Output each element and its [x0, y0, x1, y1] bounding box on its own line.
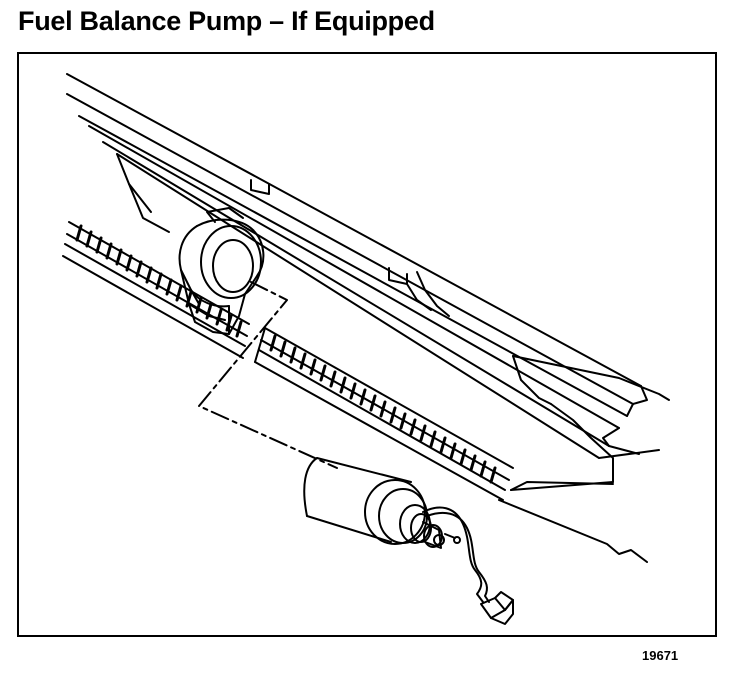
figure-number: 19671: [642, 648, 679, 663]
electrical-connector-icon: [422, 506, 514, 625]
fuel-balance-pump-illustration: [62, 73, 670, 625]
frame-rail-icon: [254, 327, 514, 501]
leader-line: [198, 281, 338, 469]
mounting-bracket-icon: [178, 207, 265, 335]
fuel-tank-icon: [498, 355, 670, 563]
frame-rail-icon: [62, 221, 250, 359]
page-title: Fuel Balance Pump – If Equipped: [18, 6, 435, 36]
mounting-bracket-icon: [116, 153, 450, 317]
frame-rail-icon: [66, 73, 660, 459]
pump-icon: [303, 457, 461, 549]
figure-frame: [17, 52, 717, 637]
